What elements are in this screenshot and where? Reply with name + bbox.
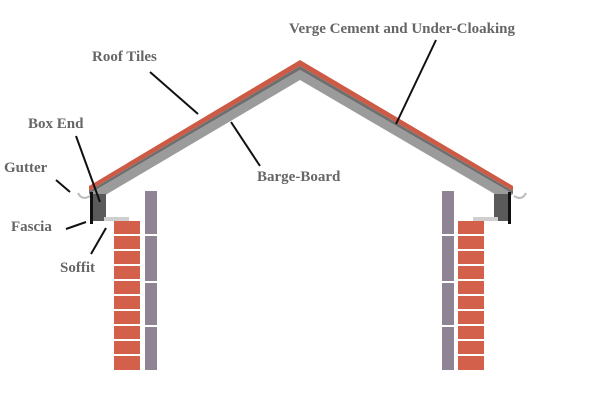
leader-verge [395,39,437,125]
brick-wall-left [114,221,140,370]
fascia-right [508,192,511,224]
fascia-left [90,192,93,224]
label-roof-tiles: Roof Tiles [92,49,157,65]
label-verge: Verge Cement and Under-Cloaking [289,21,515,37]
gutter-left [77,192,91,199]
soffit-left [104,217,129,221]
leader-soffit [90,227,107,255]
box-end-right [494,194,508,221]
leader-gutter [55,179,71,193]
inner-wall-right [442,191,454,370]
label-gutter: Gutter [4,160,48,176]
brick-wall-right [458,221,484,370]
box-end-left [92,194,106,221]
label-fascia: Fascia [11,219,52,235]
inner-wall-left [145,191,157,370]
soffit-right [473,217,498,221]
leader-roof-tiles [149,71,199,115]
gutter-right [513,192,527,199]
leader-barge-board [230,121,261,167]
label-barge-board: Barge-Board [257,169,341,185]
leader-fascia [65,221,87,230]
label-soffit: Soffit [60,260,95,276]
leader-box-end [75,135,101,203]
label-box-end: Box End [28,116,84,132]
